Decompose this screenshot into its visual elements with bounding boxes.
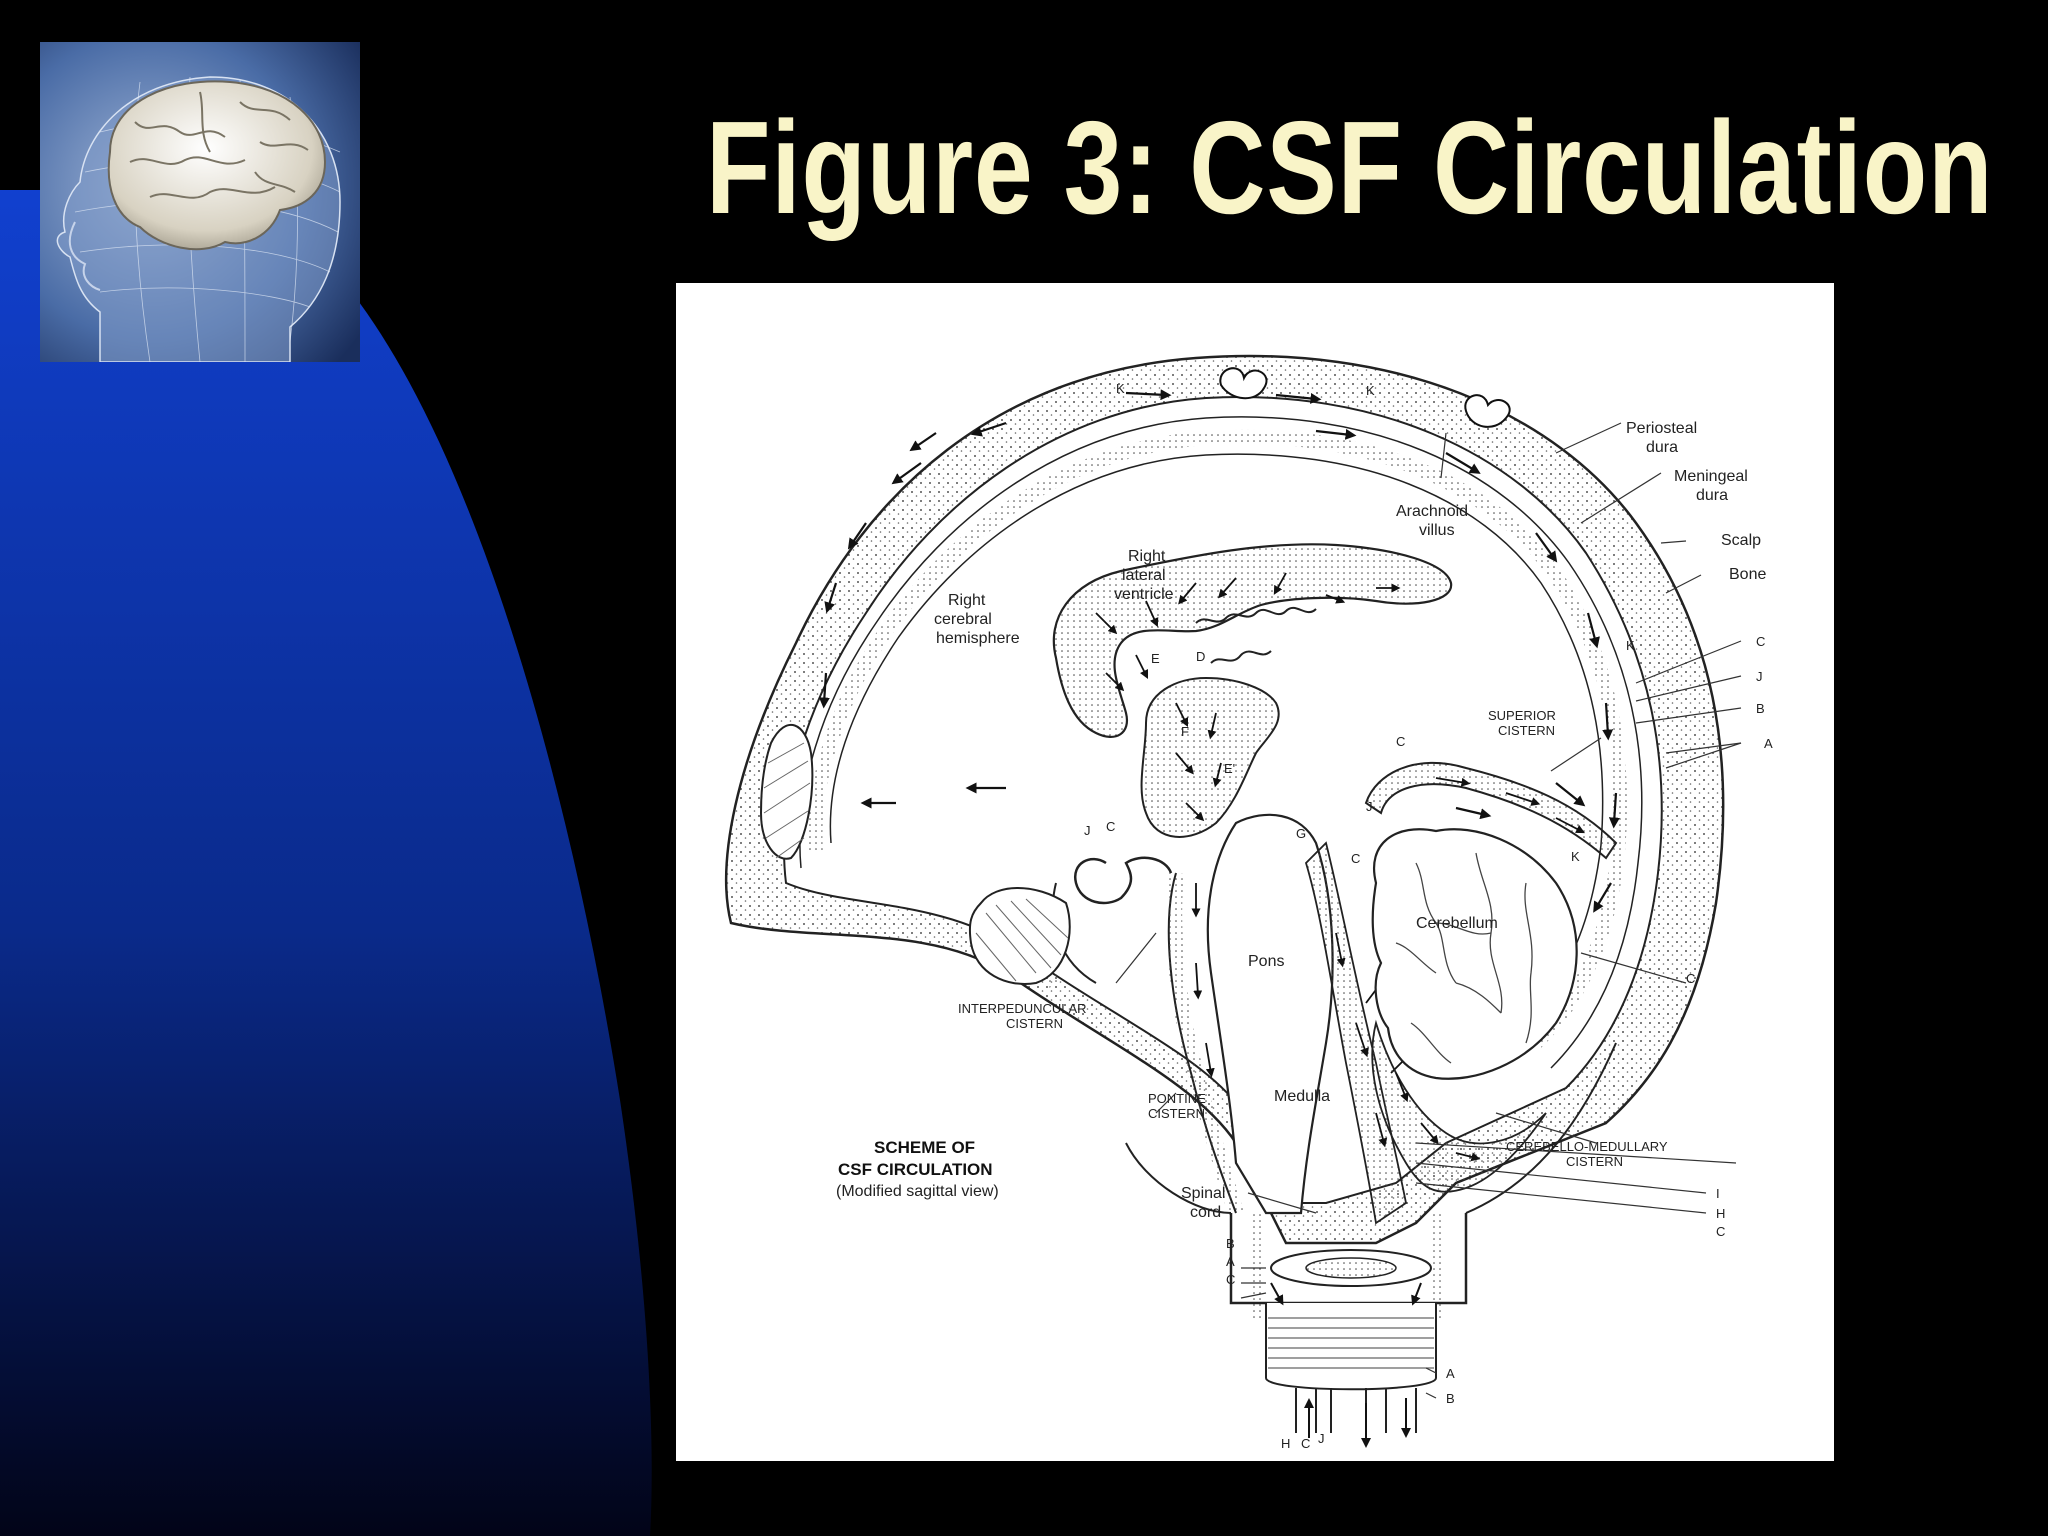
letter-internal-k-2: K (1366, 383, 1375, 398)
letter-internal-k-1: K (1116, 381, 1125, 396)
letter-internal-c-2: C (1351, 851, 1360, 866)
label-right-lateral-ventricle-3: ventricle (1114, 586, 1174, 603)
letter-bottom-h: H (1281, 1436, 1290, 1451)
third-ventricle (1140, 676, 1280, 838)
letter-bottom-j: J (1318, 1431, 1325, 1446)
label-arachnoid-villus: Arachnoid (1396, 503, 1468, 520)
csf-diagram: Periosteal dura Meningeal dura Scalp Bon… (676, 283, 1834, 1461)
label-arachnoid-villus-2: villus (1419, 522, 1455, 539)
diagram-labels: Periosteal dura Meningeal dura Scalp Bon… (836, 381, 1773, 1451)
label-cerebellum: Cerebellum (1416, 915, 1498, 932)
label-bone: Bone (1729, 566, 1766, 583)
caption-line-3: (Modified sagittal view) (836, 1183, 999, 1200)
label-periosteal-dura: Periosteal (1626, 420, 1697, 437)
letter-internal-g: G (1296, 826, 1306, 841)
letter-lower-right-c: C (1716, 1224, 1725, 1239)
letter-internal-k-3: K (1626, 638, 1635, 653)
letter-internal-k-4: K (1571, 849, 1580, 864)
letter-lower-left-c: C (1226, 1272, 1235, 1287)
label-meningeal-dura-2: dura (1696, 487, 1728, 504)
label-spinal-cord-2: cord (1190, 1204, 1221, 1221)
label-cerebello-medullary-cistern-2: CISTERN (1566, 1154, 1623, 1169)
letter-right-b: B (1756, 701, 1765, 716)
lateral-ventricle (1052, 543, 1453, 739)
interpeduncular-region (759, 723, 1173, 988)
label-superior-cistern-1: SUPERIOR (1488, 708, 1556, 723)
letter-internal-c: C (1106, 819, 1115, 834)
arachnoid-villus-top (1219, 367, 1511, 428)
letter-internal-j-2: J (1366, 799, 1373, 814)
leader-lines (1115, 422, 1742, 1399)
letter-bottom-b: B (1446, 1391, 1455, 1406)
letter-lower-left-a: A (1226, 1254, 1235, 1269)
label-right-lateral-ventricle-1: Right (1128, 548, 1166, 565)
slide-title: Figure 3: CSF Circulation (706, 94, 1994, 241)
label-superior-cistern-2: CISTERN (1498, 723, 1555, 738)
label-pontine-cistern-2: CISTERN (1148, 1106, 1205, 1121)
label-cerebello-medullary-cistern-1: CEREBELLO-MEDULLARY (1506, 1139, 1668, 1154)
label-medulla: Medulla (1274, 1088, 1330, 1105)
letter-internal-e-prime: E' (1224, 761, 1235, 776)
letter-internal-f: F (1181, 724, 1189, 739)
label-right-lateral-ventricle-2: lateral (1122, 567, 1166, 584)
superior-cistern (1364, 761, 1618, 860)
caption-line-1: SCHEME OF (874, 1138, 975, 1157)
label-interpeduncular-cistern-1: INTERPEDUNCULAR (958, 1001, 1087, 1016)
letter-lower-left-b: B (1226, 1236, 1235, 1251)
letter-bottom-c: C (1301, 1436, 1310, 1451)
label-pons: Pons (1248, 953, 1284, 970)
flow-arrows-ring (818, 389, 1620, 913)
letter-right-a: A (1764, 736, 1773, 751)
letter-lower-right-h: H (1716, 1206, 1725, 1221)
spinal-canal (1229, 1213, 1468, 1448)
brain-head-icon (40, 42, 360, 363)
letter-right-c: C (1756, 634, 1765, 649)
letter-right-j: J (1756, 669, 1763, 684)
label-right-cerebral-hemisphere-3: hemisphere (936, 630, 1020, 647)
letter-internal-j: J (1084, 823, 1091, 838)
label-periosteal-dura-2: dura (1646, 439, 1678, 456)
label-scalp: Scalp (1721, 532, 1761, 549)
letter-internal-c-4: C (1686, 971, 1695, 986)
label-pontine-cistern-1: PONTINE (1148, 1091, 1206, 1106)
label-spinal-cord-1: Spinal (1181, 1185, 1225, 1202)
label-interpeduncular-cistern-2: CISTERN (1006, 1016, 1063, 1031)
label-right-cerebral-hemisphere-2: cerebral (934, 611, 992, 628)
letter-internal-e: E (1151, 651, 1160, 666)
label-meningeal-dura: Meningeal (1674, 468, 1748, 485)
letter-internal-d: D (1196, 649, 1205, 664)
label-right-cerebral-hemisphere-1: Right (948, 592, 986, 609)
brainstem (1166, 813, 1415, 1225)
brain-head-logo (40, 42, 360, 363)
cerebellum (1371, 828, 1578, 1193)
letter-lower-right-i: I (1716, 1186, 1720, 1201)
caption-line-2: CSF CIRCULATION (838, 1160, 993, 1179)
letter-internal-c-3: C (1396, 734, 1405, 749)
letter-bottom-a: A (1446, 1366, 1455, 1381)
